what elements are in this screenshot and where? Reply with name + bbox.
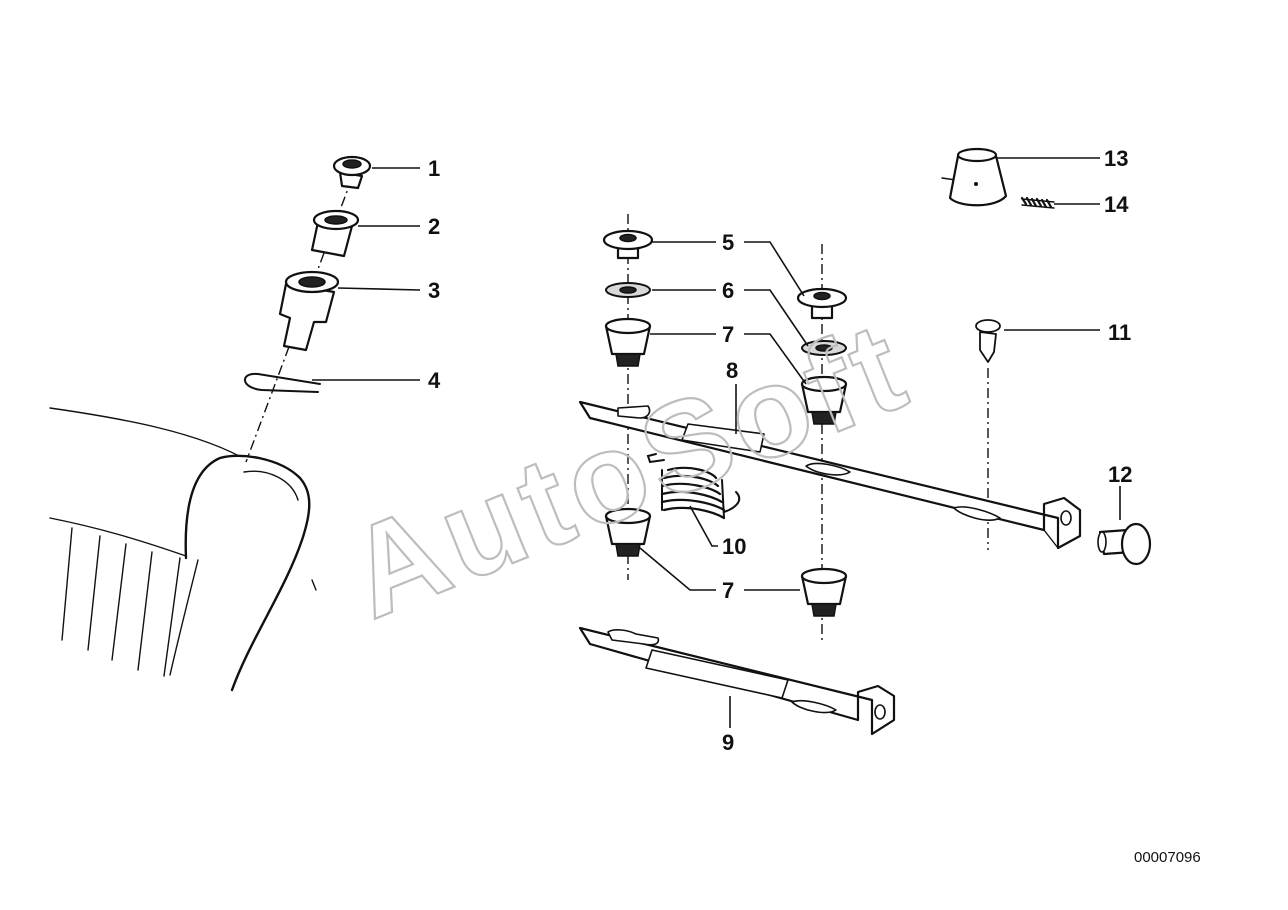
part-10-spring	[646, 453, 741, 520]
callout-5: 5	[722, 230, 734, 255]
callout-labels: 1 2 3 4 5 6 7 8 10 7 9 11 12 13 14	[428, 146, 1132, 755]
callout-12: 12	[1108, 462, 1132, 487]
part-11-clip	[975, 319, 1001, 363]
callout-4: 4	[428, 368, 441, 393]
part-3-sleeve	[278, 270, 340, 352]
part-8-bracket	[578, 400, 1082, 550]
callout-10: 10	[722, 534, 746, 559]
part-2-bushing	[310, 209, 360, 258]
part-7-buffer-lower-right	[800, 567, 848, 617]
part-6-washer-left	[605, 282, 651, 298]
callout-7-lower: 7	[722, 578, 734, 603]
part-5-grommet-left	[602, 229, 654, 260]
callout-11: 11	[1108, 320, 1131, 345]
part-13-knob	[941, 147, 1008, 207]
part-7-buffer-lower-left	[604, 507, 652, 557]
callout-13: 13	[1104, 146, 1128, 171]
callout-9: 9	[722, 730, 734, 755]
part-5-grommet-right	[796, 287, 848, 320]
callout-1: 1	[428, 156, 440, 181]
seat-backrest	[49, 407, 317, 692]
part-12-pin	[1097, 522, 1152, 566]
callout-8: 8	[726, 358, 738, 383]
part-1-cap	[332, 155, 372, 190]
leader-lines	[312, 157, 1121, 728]
part-7-buffer-upper-right	[800, 375, 848, 425]
callout-3: 3	[428, 278, 440, 303]
part-14-screw	[1020, 196, 1055, 209]
callout-2: 2	[428, 214, 440, 239]
part-4-clip	[244, 372, 321, 393]
part-6-washer-right	[801, 340, 847, 356]
reference-number: 00007096	[1134, 849, 1201, 866]
callout-14: 14	[1104, 192, 1129, 217]
part-7-buffer-upper-left	[604, 317, 652, 367]
part-9-bracket	[578, 626, 896, 736]
callout-6: 6	[722, 278, 734, 303]
callout-7-upper: 7	[722, 322, 734, 347]
